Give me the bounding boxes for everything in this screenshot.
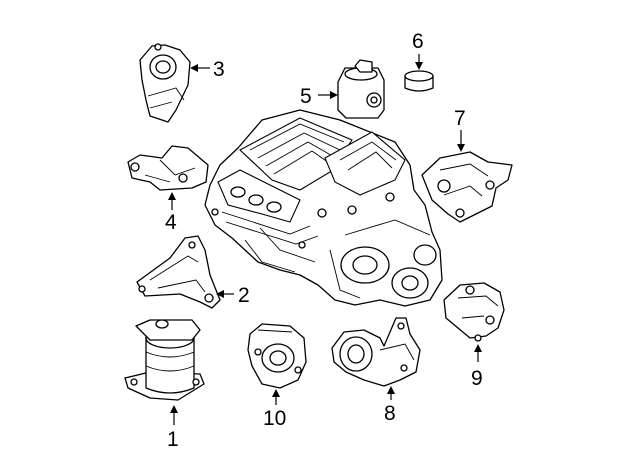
part-1-engine-mount xyxy=(124,319,205,401)
callout-10: 10 xyxy=(263,407,286,430)
callout-2: 2 xyxy=(238,284,250,307)
callout-6: 6 xyxy=(412,30,424,53)
callout-labels: 3 5 6 7 4 2 9 1 10 8 xyxy=(165,30,483,451)
part-7-mount xyxy=(421,151,513,223)
callout-4: 4 xyxy=(165,211,177,234)
engine-block xyxy=(204,109,443,307)
part-3-upper-mount xyxy=(139,43,191,123)
callout-9: 9 xyxy=(471,367,483,390)
part-5-mount-bushing xyxy=(337,59,385,119)
part-2-bracket xyxy=(136,235,221,309)
part-8-mount xyxy=(331,317,421,387)
part-10-mount xyxy=(247,323,307,389)
callout-8: 8 xyxy=(384,402,396,425)
callout-5: 5 xyxy=(300,85,312,108)
part-6-cap xyxy=(404,70,434,92)
callout-3: 3 xyxy=(213,58,225,81)
part-9-mount xyxy=(443,282,505,342)
part-4-bracket xyxy=(127,145,209,191)
callout-7: 7 xyxy=(454,107,466,130)
callout-leaders xyxy=(168,54,482,425)
callout-1: 1 xyxy=(167,428,179,451)
